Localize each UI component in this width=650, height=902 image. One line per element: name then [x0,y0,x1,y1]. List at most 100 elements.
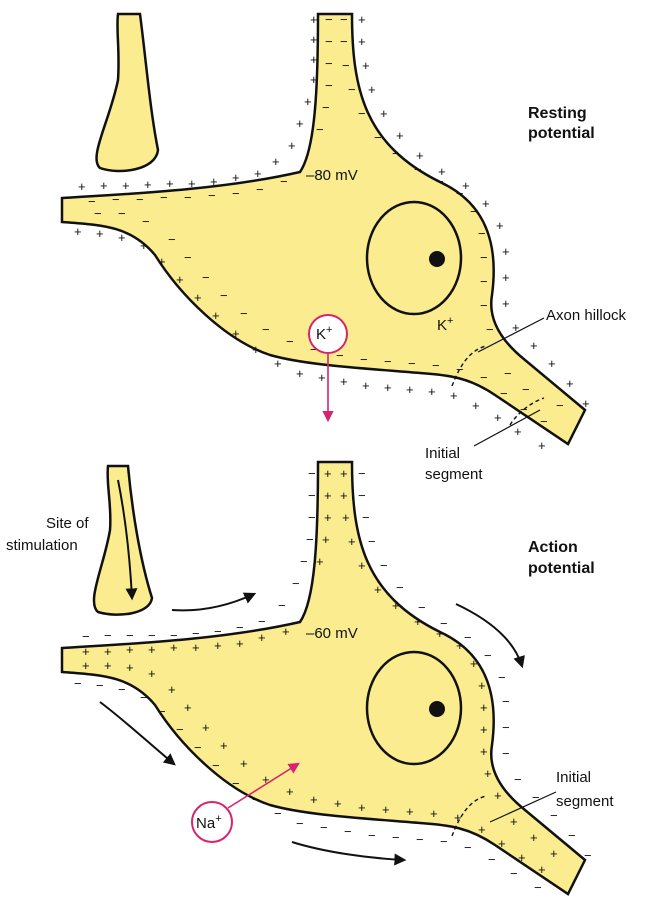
svg-text:+: + [274,356,282,371]
svg-text:+: + [288,138,296,153]
svg-text:+: + [436,626,444,641]
svg-text:−: − [344,824,352,839]
svg-text:−: − [118,682,126,697]
svg-text:−: − [208,188,216,203]
action-title-line2: potential [528,560,595,577]
svg-text:−: − [456,186,464,201]
svg-text:−: − [262,322,270,337]
svg-text:+: + [480,744,488,759]
resting-voltage: –80 mV [306,167,358,184]
svg-text:+: + [496,218,504,233]
svg-text:+: + [502,296,510,311]
svg-text:−: − [325,78,333,93]
svg-text:+: + [550,846,558,861]
svg-text:+: + [406,382,414,397]
svg-text:−: − [274,806,282,821]
svg-text:−: − [232,776,240,791]
svg-text:−: − [358,466,366,481]
svg-text:−: − [232,186,240,201]
svg-text:+: + [502,244,510,259]
svg-text:+: + [210,174,218,189]
svg-text:−: − [360,352,368,367]
svg-text:−: − [236,620,244,635]
svg-text:+: + [144,177,152,192]
svg-text:−: − [556,398,564,413]
svg-text:+: + [166,176,174,191]
svg-text:+: + [396,128,404,143]
svg-text:+: + [82,644,90,659]
svg-text:+: + [374,582,382,597]
svg-text:+: + [258,630,266,645]
svg-text:+: + [324,466,332,481]
svg-text:+: + [566,376,574,391]
svg-text:+: + [310,72,318,87]
svg-text:+: + [82,658,90,673]
svg-text:−: − [184,250,192,265]
svg-text:+: + [232,326,240,341]
svg-text:+: + [478,822,486,837]
svg-text:+: + [342,510,350,525]
svg-text:−: − [534,880,542,895]
svg-text:+: + [322,532,330,547]
initial-segment-leader-1 [474,410,540,446]
svg-text:−: − [362,510,370,525]
svg-text:−: − [480,274,488,289]
action-panel: −−−−−−− −−−−−−−−− −−−−−−−−−−−−−−−−−−− −−… [6,462,614,895]
svg-text:+: + [220,738,228,753]
svg-text:−: − [306,532,314,547]
svg-text:−: − [325,34,333,49]
svg-text:−: − [136,192,144,207]
svg-text:+: + [478,678,486,693]
svg-text:+: + [518,850,526,865]
svg-text:+: + [362,58,370,73]
svg-text:−: − [488,852,496,867]
svg-text:+: + [192,640,200,655]
svg-text:−: − [96,678,104,693]
svg-text:+: + [104,658,112,673]
initial-segment-2-line1: Initial [556,769,591,786]
svg-text:+: + [118,230,126,245]
svg-text:+: + [348,534,356,549]
svg-text:+: + [470,656,478,671]
svg-text:+: + [252,342,260,357]
svg-text:−: − [478,226,486,241]
svg-text:−: − [416,832,424,847]
svg-text:−: − [500,386,508,401]
svg-text:−: − [436,174,444,189]
current-arrow-top [172,594,254,610]
svg-text:−: − [418,600,426,615]
svg-text:+: + [362,378,370,393]
svg-text:+: + [310,32,318,47]
svg-text:−: − [258,614,266,629]
svg-text:+: + [296,116,304,131]
axon-hillock-label: Axon hillock [546,307,627,324]
svg-text:−: − [308,488,316,503]
svg-text:+: + [236,636,244,651]
svg-text:+: + [392,598,400,613]
svg-text:+: + [126,660,134,675]
svg-text:−: − [94,206,102,221]
svg-text:−: − [358,106,366,121]
svg-text:+: + [96,226,104,241]
svg-text:+: + [358,558,366,573]
initial-segment-2-line2: segment [556,793,614,810]
svg-text:+: + [358,34,366,49]
svg-text:−: − [320,820,328,835]
svg-text:+: + [538,438,546,453]
svg-text:+: + [240,756,248,771]
svg-text:−: − [325,12,333,27]
svg-text:+: + [286,784,294,799]
initial-segment-1-line2: segment [425,466,483,483]
svg-text:+: + [368,82,376,97]
svg-text:−: − [176,722,184,737]
svg-text:+: + [428,384,436,399]
svg-text:+: + [214,638,222,653]
svg-text:−: − [118,206,126,221]
svg-text:−: − [194,740,202,755]
action-voltage: –60 mV [306,625,358,642]
svg-text:−: − [514,772,522,787]
svg-text:+: + [324,488,332,503]
svg-text:−: − [112,192,120,207]
svg-text:−: − [256,182,264,197]
svg-text:−: − [74,676,82,691]
